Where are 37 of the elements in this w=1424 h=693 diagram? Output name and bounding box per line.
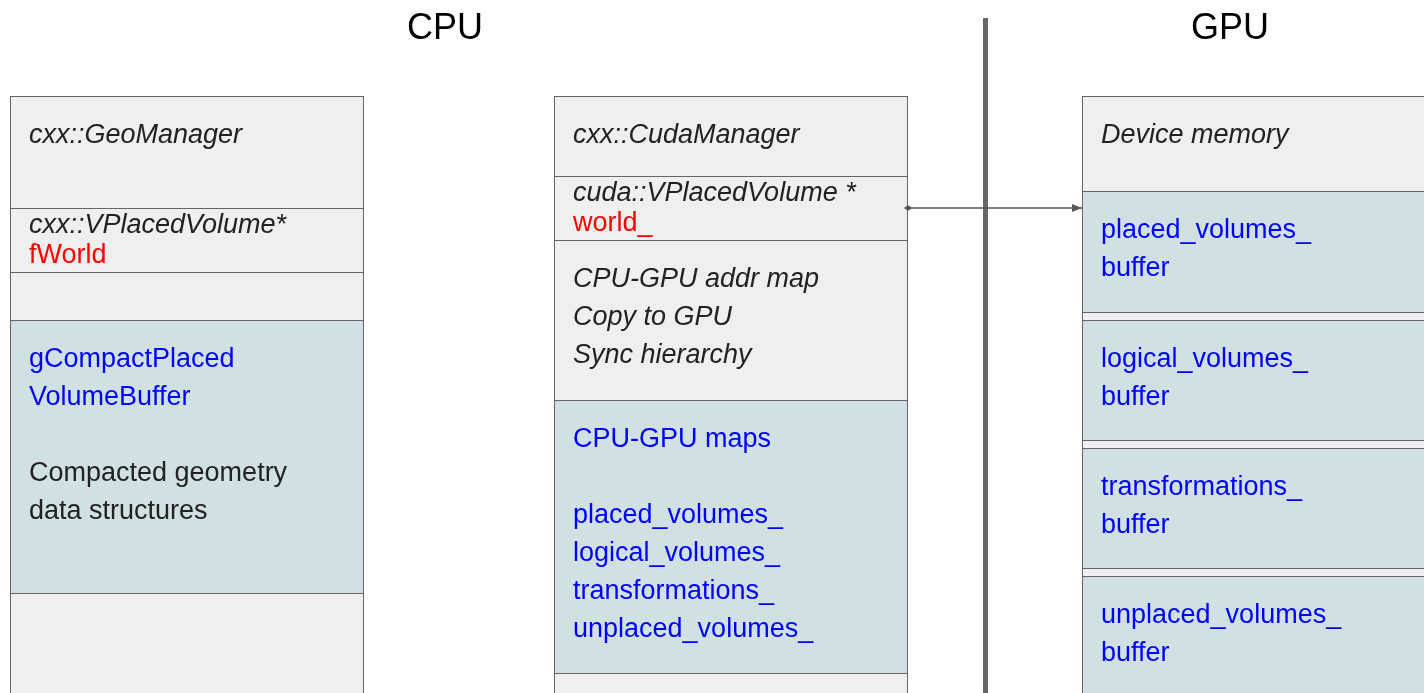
section-box bbox=[10, 320, 364, 594]
map-name: logical_volumes_ bbox=[573, 536, 782, 569]
column-heading: GPU bbox=[1191, 6, 1269, 48]
section-heading: CPU-GPU maps bbox=[573, 422, 773, 455]
section-box bbox=[1082, 576, 1424, 693]
map-name: transformations_ bbox=[573, 574, 776, 607]
section-box bbox=[10, 96, 364, 209]
buffer-name: placed_volumes_ buffer bbox=[1101, 213, 1312, 284]
description-text: Compacted geometry data structures bbox=[29, 456, 289, 527]
member-name: world_ bbox=[573, 207, 653, 237]
arrow bbox=[904, 204, 1083, 212]
class-name: cxx::CudaManager bbox=[573, 118, 802, 151]
memory-title: Device memory bbox=[1101, 118, 1291, 151]
function-text: CPU-GPU addr map bbox=[573, 262, 821, 295]
empty-section-box bbox=[10, 593, 364, 693]
empty-section-box bbox=[10, 272, 364, 321]
column-heading: CPU bbox=[407, 6, 483, 48]
member-type: cuda::VPlacedVolume * bbox=[573, 177, 856, 207]
function-text: Sync hierarchy bbox=[573, 338, 754, 371]
section-box bbox=[10, 208, 364, 273]
section-box bbox=[554, 176, 908, 241]
section-box bbox=[554, 400, 908, 674]
member-name: fWorld bbox=[29, 239, 107, 269]
buffer-name: transformations_ buffer bbox=[1101, 470, 1303, 541]
buffer-name: logical_volumes_ buffer bbox=[1101, 342, 1309, 413]
section-box bbox=[554, 96, 908, 177]
buffer-name: unplaced_volumes_ buffer bbox=[1101, 598, 1342, 669]
class-name: cxx::GeoManager bbox=[29, 118, 244, 151]
function-text: Copy to GPU bbox=[573, 300, 734, 333]
section-box bbox=[1082, 448, 1424, 569]
section-box bbox=[1082, 320, 1424, 441]
buffer-name: gCompactPlaced VolumeBuffer bbox=[29, 342, 235, 413]
section-box bbox=[1082, 191, 1424, 313]
section-box bbox=[554, 240, 908, 401]
member-type: cxx::VPlacedVolume* bbox=[29, 209, 287, 239]
map-name: placed_volumes_ bbox=[573, 498, 785, 531]
map-name: unplaced_volumes_ bbox=[573, 612, 815, 645]
